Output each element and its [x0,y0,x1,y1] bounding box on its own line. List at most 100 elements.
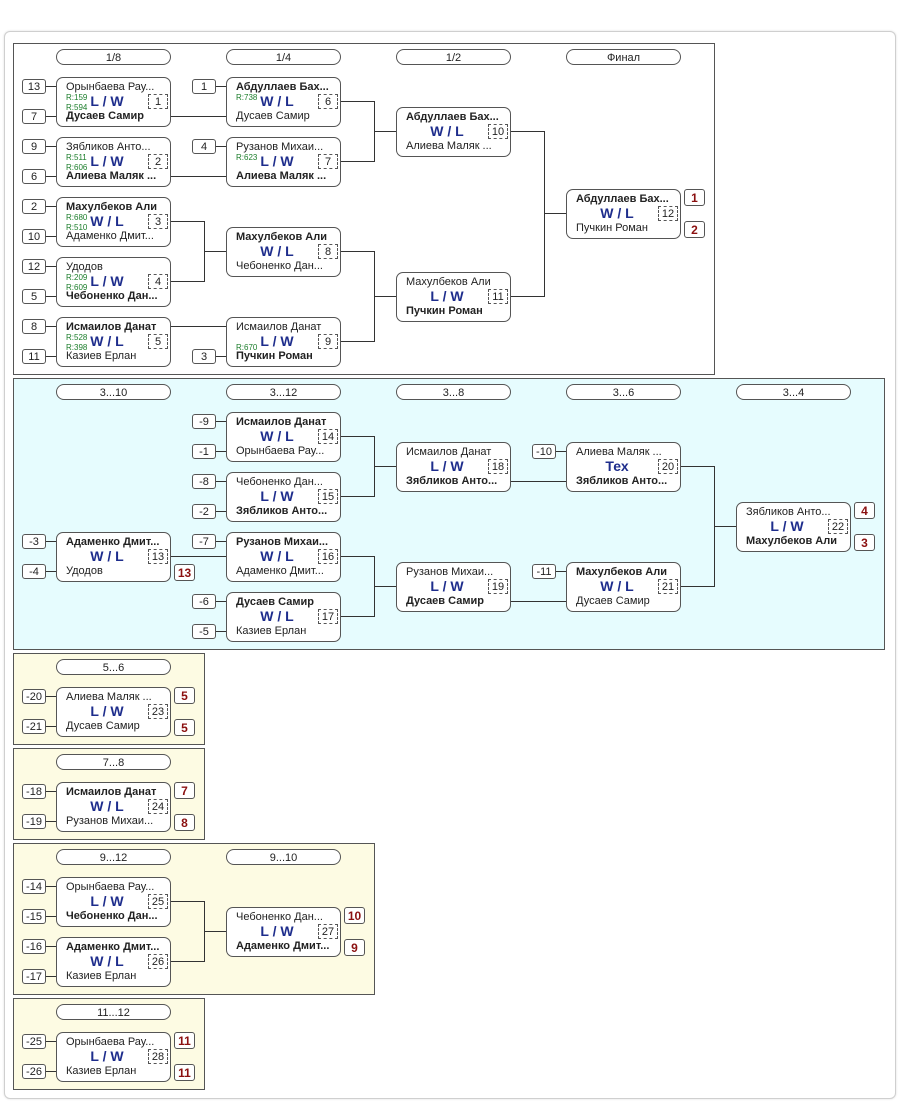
connector-line [46,206,56,207]
player-name: Адаменко Дмит... [66,230,154,242]
seed-box: -16 [22,939,46,954]
match-card[interactable]: Алиева Маляк ... Тех 20 Зябликов Анто... [566,442,681,492]
match-card[interactable]: Махулбеков Али W / L 8 Чебоненко Дан... [226,227,341,277]
player-name: Удодов [66,565,103,577]
player-name: Чебоненко Дан... [236,260,323,272]
match-card[interactable]: Адаменко Дмит... W / L 13 Удодов [56,532,171,582]
connector-line [46,86,56,87]
match-result: W / L [90,953,124,969]
match-result: L / W [770,518,804,534]
connector-line [204,251,226,252]
match-card[interactable]: Алиева Маляк ... L / W 23 Дусаев Самир [56,687,171,737]
connector-line [171,116,226,117]
connector-line [216,541,226,542]
match-number: 4 [148,274,168,289]
match-number: 5 [148,334,168,349]
match-result: L / W [260,153,294,169]
match-card[interactable]: Чебоненко Дан... L / W 27 Адаменко Дмит.… [226,907,341,957]
rating: R:159 [66,93,88,102]
match-number: 19 [488,579,508,594]
match-card[interactable]: Дусаев Самир W / L 17 Казиев Ерлан [226,592,341,642]
match-result: L / W [260,333,294,349]
round-label: 3...6 [566,384,681,400]
rating: R:528 [66,333,88,342]
seed-box: 6 [22,169,46,184]
connector-line [216,86,226,87]
connector-line [171,221,204,222]
connector-line [341,251,374,252]
match-card[interactable]: Рузанов Михаи... L / W 19 Дусаев Самир [396,562,511,612]
seed-box: -26 [22,1064,46,1079]
match-result: L / W [430,458,464,474]
match-result: W / L [90,213,124,229]
match-card[interactable]: Махулбеков Али L / W 11 Пучкин Роман [396,272,511,322]
match-card[interactable]: Махулбеков Али W / L 21 Дусаев Самир [566,562,681,612]
connector-line [46,266,56,267]
match-card[interactable]: Зябликов Анто... R:511 R:606 L / W 2 Али… [56,137,171,187]
player-name: Дусаев Самир [576,595,650,607]
match-card[interactable]: Исмаилов Данат R:670 L / W 9 Пучкин Рома… [226,317,341,367]
match-card[interactable]: Адаменко Дмит... W / L 26 Казиев Ерлан [56,937,171,987]
match-card[interactable]: Исмаилов Данат W / L 24 Рузанов Михаи... [56,782,171,832]
match-card[interactable]: Рузанов Михаи... R:623 L / W 7 Алиева Ма… [226,137,341,187]
connector-line [46,976,56,977]
match-number: 28 [148,1049,168,1064]
match-number: 17 [318,609,338,624]
player-name: Казиев Ерлан [66,350,137,362]
player-name: Зябликов Анто... [236,505,328,517]
player-name: Чебоненко Дан... [66,290,158,302]
place-badge: 11 [174,1032,195,1049]
seed-box: -1 [192,444,216,459]
match-card[interactable]: Махулбеков Али R:680 R:510 W / L 3 Адаме… [56,197,171,247]
match-number: 26 [148,954,168,969]
seed-box: -6 [192,594,216,609]
final-match-card[interactable]: Абдуллаев Бах... W / L 12 Пучкин Роман [566,189,681,239]
match-result: W / L [90,798,124,814]
match-result: W / L [260,93,294,109]
connector-line [46,916,56,917]
connector-line [46,326,56,327]
match-number: 2 [148,154,168,169]
connector-line [46,541,56,542]
round-label: 9...10 [226,849,341,865]
connector-line [171,961,204,962]
connector-line [341,436,374,437]
rating: R:680 [66,213,88,222]
connector-line [46,571,56,572]
connector-line [171,281,204,282]
connector-line [374,466,396,467]
match-card[interactable]: Рузанов Михаи... W / L 16 Адаменко Дмит.… [226,532,341,582]
connector-line [46,116,56,117]
place-badge: 1 [684,189,705,206]
match-card[interactable]: Исмаилов Данат L / W 18 Зябликов Анто... [396,442,511,492]
seed-box: 12 [22,259,46,274]
connector-line [556,571,566,572]
match-number: 18 [488,459,508,474]
connector-line [216,481,226,482]
seed-box: -19 [22,814,46,829]
match-card[interactable]: Исмаилов Данат W / L 14 Орынбаева Рау... [226,412,341,462]
match-card[interactable]: Удодов R:209 R:609 L / W 4 Чебоненко Дан… [56,257,171,307]
match-result: L / W [90,93,124,109]
place-badge: 5 [174,719,195,736]
player-name: Казиев Ерлан [66,1065,137,1077]
connector-line [46,791,56,792]
round-label-final: Финал [566,49,681,65]
match-card[interactable]: Орынбаева Рау... R:159 R:594 L / W 1 Дус… [56,77,171,127]
match-result: W / L [260,608,294,624]
match-card[interactable]: Абдуллаев Бах... R:738 W / L 6 Дусаев Са… [226,77,341,127]
seed-box: -20 [22,689,46,704]
player-name: Дусаев Самир [66,720,140,732]
match-card[interactable]: Орынбаева Рау... L / W 28 Казиев Ерлан [56,1032,171,1082]
seed-box: -14 [22,879,46,894]
connector-line [46,356,56,357]
seed-box: 9 [22,139,46,154]
match-card[interactable]: Чебоненко Дан... L / W 15 Зябликов Анто.… [226,472,341,522]
match-card[interactable]: Орынбаева Рау... L / W 25 Чебоненко Дан.… [56,877,171,927]
match-card[interactable]: Абдуллаев Бах... W / L 10 Алиева Маляк .… [396,107,511,157]
match-card[interactable]: Исмаилов Данат R:528 R:398 W / L 5 Казие… [56,317,171,367]
seed-box: -7 [192,534,216,549]
match-card[interactable]: Зябликов Анто... L / W 22 Махулбеков Али [736,502,851,552]
round-label: 3...12 [226,384,341,400]
match-result: L / W [430,578,464,594]
